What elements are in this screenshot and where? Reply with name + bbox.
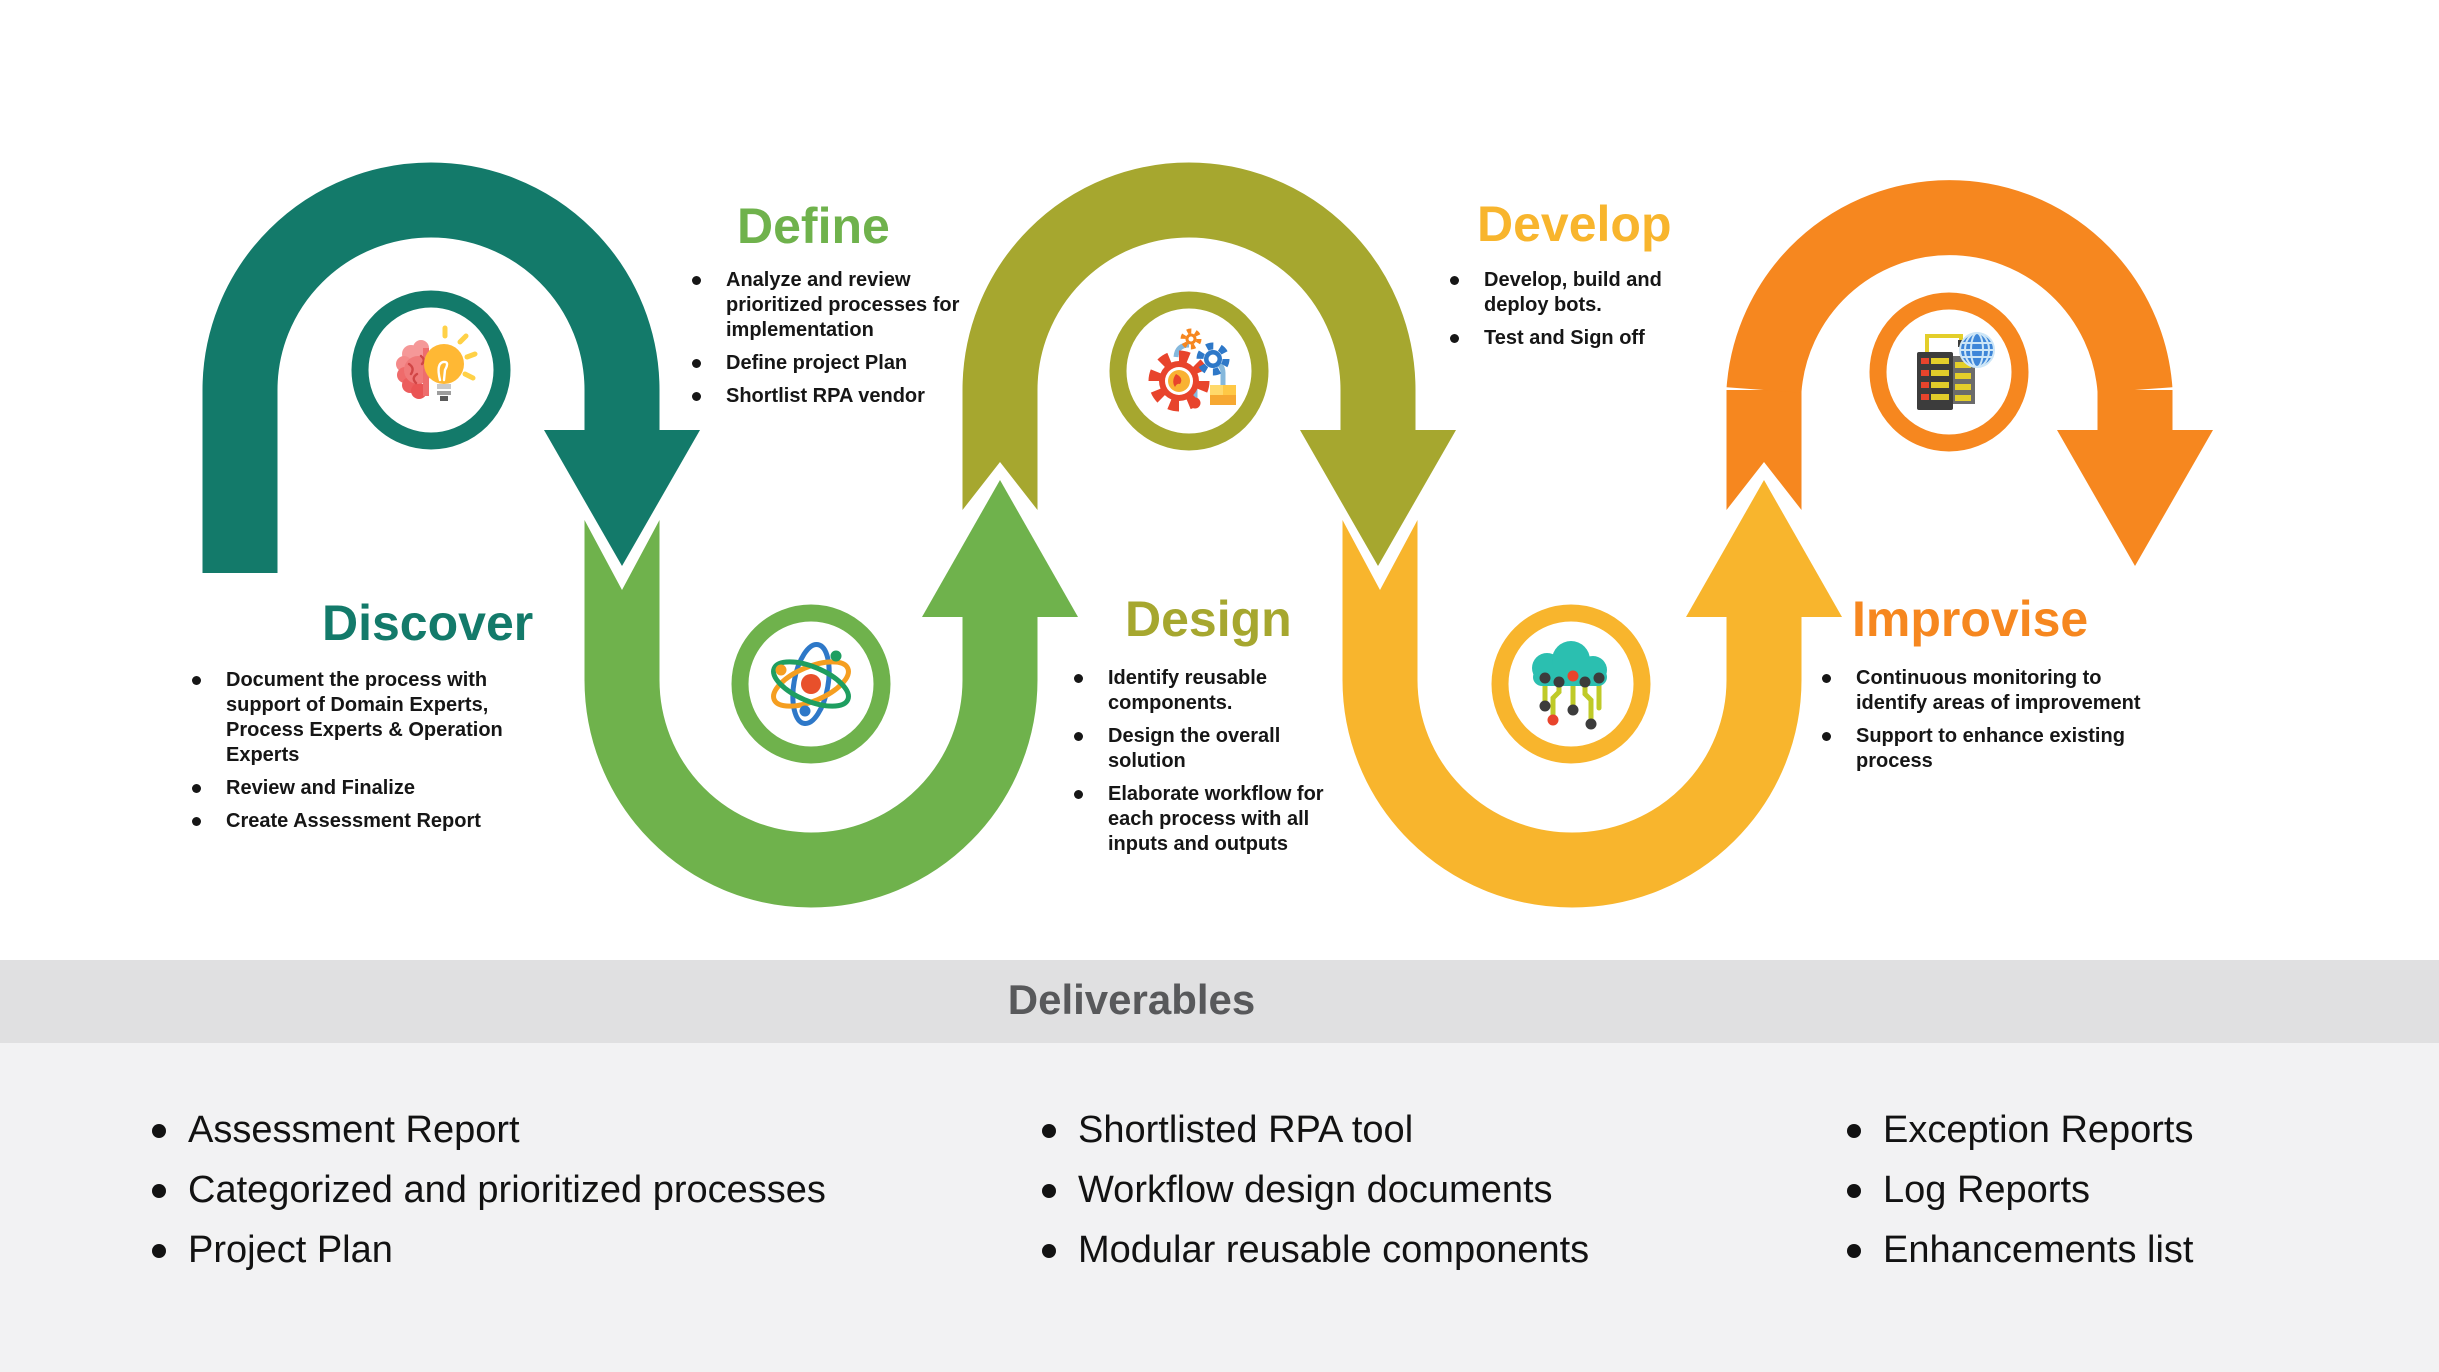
- list-item: Define project Plan: [690, 351, 982, 376]
- list-item: Document the process with support of Dom…: [190, 668, 558, 768]
- deliverables-header-band: Deliverables: [0, 960, 2439, 1043]
- stage-title-define: Define: [737, 198, 890, 254]
- list-item: Design the overall solution: [1072, 724, 1362, 774]
- develop-arrowhead: [1686, 480, 1842, 617]
- list-item: Exception Reports: [1845, 1108, 2194, 1153]
- stage-title-improvise: Improvise: [1852, 591, 2089, 647]
- discover-bullet-list: Document the process with support of Dom…: [190, 668, 558, 842]
- list-item: Elaborate workflow for each process with…: [1072, 782, 1362, 857]
- list-item: Assessment Report: [150, 1108, 826, 1153]
- list-item: Develop, build and deploy bots.: [1448, 268, 1676, 318]
- design-arrow-band: [962, 162, 1456, 566]
- list-item: Create Assessment Report: [190, 809, 558, 834]
- design-bullet-list: Identify reusable components. Design the…: [1072, 666, 1362, 865]
- atom-icon: [771, 641, 851, 727]
- list-item: Support to enhance existing process: [1820, 724, 2165, 774]
- stage-title-develop: Develop: [1477, 196, 1672, 252]
- list-item: Log Reports: [1845, 1168, 2194, 1213]
- list-item: Analyze and review prioritized processes…: [690, 268, 982, 343]
- list-item: Modular reusable components: [1040, 1228, 1589, 1273]
- deliverables-column-discover-define: Assessment Report Categorized and priori…: [150, 1108, 826, 1288]
- server-globe-icon: [1917, 332, 1995, 410]
- stage-title-design: Design: [1125, 591, 1292, 647]
- list-item: Review and Finalize: [190, 776, 558, 801]
- develop-arrow-band: [1342, 480, 1842, 908]
- cloud-circuit-icon: [1532, 641, 1607, 730]
- list-item: Workflow design documents: [1040, 1168, 1589, 1213]
- deliverables-section: [0, 1043, 2439, 1372]
- list-item: Shortlist RPA vendor: [690, 384, 982, 409]
- improvise-arrowhead: [2057, 430, 2213, 566]
- process-flow-diagram: [202, 162, 2213, 908]
- define-arrow-band: [584, 480, 1078, 908]
- list-item: Categorized and prioritized processes: [150, 1168, 826, 1213]
- define-bullet-list: Analyze and review prioritized processes…: [690, 268, 982, 417]
- list-item: Enhancements list: [1845, 1228, 2194, 1273]
- discover-arrow-band: [202, 162, 700, 573]
- list-item: Test and Sign off: [1448, 326, 1676, 351]
- deliverables-column-design-develop: Shortlisted RPA tool Workflow design doc…: [1040, 1108, 1589, 1288]
- improvise-arrow-band: [1726, 180, 2213, 566]
- gears-icon: [1148, 328, 1236, 412]
- deliverables-title: Deliverables: [1007, 976, 1256, 1023]
- improvise-bullet-list: Continuous monitoring to identify areas …: [1820, 666, 2165, 782]
- list-item: Project Plan: [150, 1228, 826, 1273]
- design-arrowhead: [1300, 430, 1456, 566]
- list-item: Continuous monitoring to identify areas …: [1820, 666, 2165, 716]
- brain-bulb-icon: [396, 325, 478, 401]
- develop-bullet-list: Develop, build and deploy bots. Test and…: [1448, 268, 1676, 359]
- define-arrowhead: [922, 480, 1078, 617]
- list-item: Identify reusable components.: [1072, 666, 1362, 716]
- deliverables-column-improvise: Exception Reports Log Reports Enhancemen…: [1845, 1108, 2194, 1288]
- list-item: Shortlisted RPA tool: [1040, 1108, 1589, 1153]
- stage-title-discover: Discover: [322, 595, 534, 651]
- discover-arrowhead: [544, 430, 700, 566]
